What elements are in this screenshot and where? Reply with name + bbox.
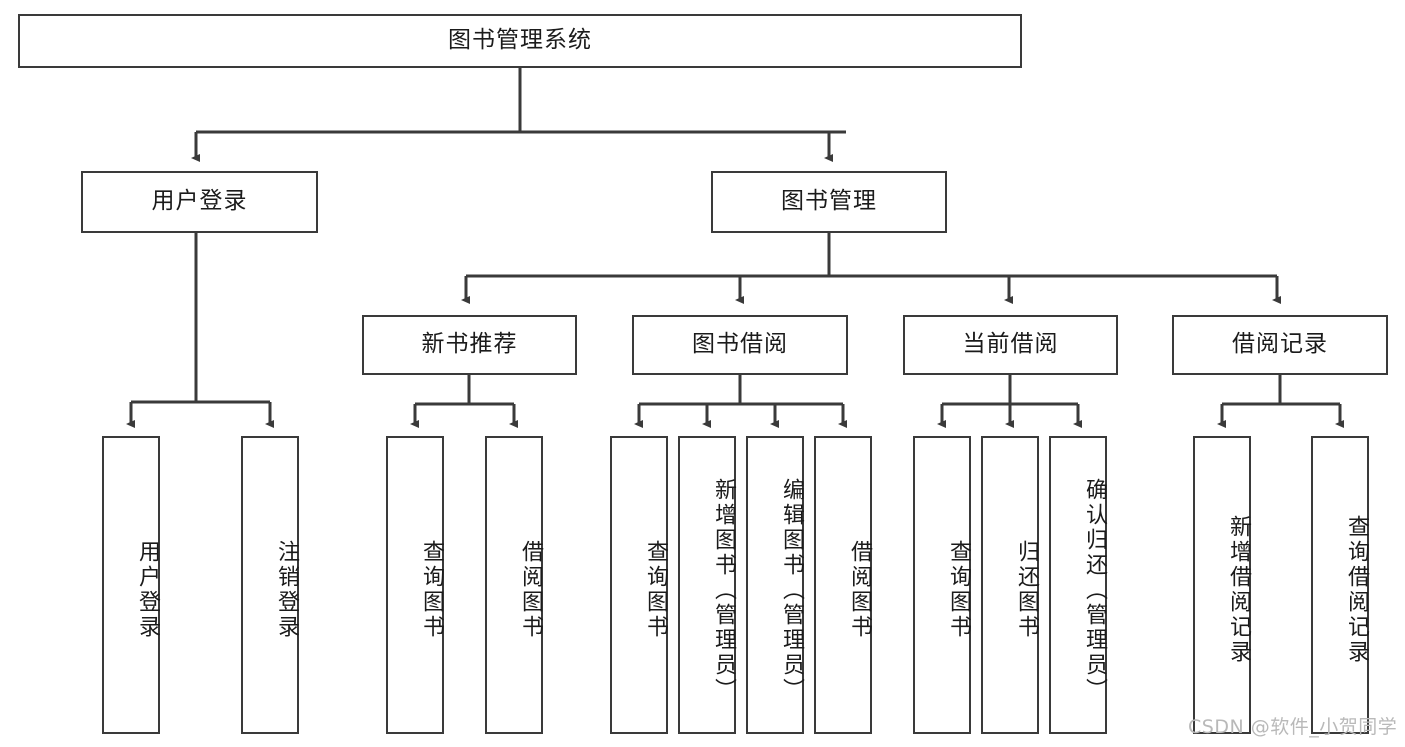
leaf-query-book-3-label: 查询图书 xyxy=(946,540,971,640)
node-book-manage[interactable]: 图书管理 xyxy=(711,171,947,233)
leaf-add-book-label: 新增图书（管理员） xyxy=(711,477,736,703)
node-book-manage-label: 图书管理 xyxy=(781,188,877,215)
leaf-logout[interactable]: 注销登录 xyxy=(241,436,299,734)
leaf-borrow-book-2-label: 借阅图书 xyxy=(847,540,872,640)
node-user-login-label: 用户登录 xyxy=(151,188,248,215)
leaf-query-book-1-label: 查询图书 xyxy=(419,540,444,640)
leaf-borrow-book-1-label: 借阅图书 xyxy=(518,540,543,640)
leaf-logout-label: 注销登录 xyxy=(274,540,299,640)
leaf-query-book-1[interactable]: 查询图书 xyxy=(386,436,444,734)
watermark: CSDN @软件_小贺同学 xyxy=(1188,716,1398,738)
node-book-borrow-label: 图书借阅 xyxy=(692,331,788,358)
leaf-return-book-label: 归还图书 xyxy=(1014,540,1039,640)
leaf-return-book[interactable]: 归还图书 xyxy=(981,436,1039,734)
leaf-borrow-book-1[interactable]: 借阅图书 xyxy=(485,436,543,734)
leaf-confirm-return-label: 确认归还（管理员） xyxy=(1082,477,1107,703)
node-root-label: 图书管理系统 xyxy=(448,27,592,54)
leaf-query-record[interactable]: 查询借阅记录 xyxy=(1311,436,1369,734)
leaf-edit-book[interactable]: 编辑图书（管理员） xyxy=(746,436,804,734)
leaf-add-record-label: 新增借阅记录 xyxy=(1226,515,1251,665)
leaf-add-book[interactable]: 新增图书（管理员） xyxy=(678,436,736,734)
leaf-borrow-book-2[interactable]: 借阅图书 xyxy=(814,436,872,734)
node-current-borrow-label: 当前借阅 xyxy=(962,331,1059,358)
node-book-borrow[interactable]: 图书借阅 xyxy=(632,315,848,375)
leaf-query-book-2[interactable]: 查询图书 xyxy=(610,436,668,734)
leaf-user-login[interactable]: 用户登录 xyxy=(102,436,160,734)
node-new-book-recommend[interactable]: 新书推荐 xyxy=(362,315,577,375)
node-new-book-recommend-label: 新书推荐 xyxy=(421,331,518,358)
leaf-query-book-3[interactable]: 查询图书 xyxy=(913,436,971,734)
node-borrow-record[interactable]: 借阅记录 xyxy=(1172,315,1388,375)
leaf-edit-book-label: 编辑图书（管理员） xyxy=(779,477,804,703)
node-current-borrow[interactable]: 当前借阅 xyxy=(903,315,1118,375)
leaf-query-record-label: 查询借阅记录 xyxy=(1344,515,1369,665)
leaf-confirm-return[interactable]: 确认归还（管理员） xyxy=(1049,436,1107,734)
leaf-query-book-2-label: 查询图书 xyxy=(643,540,668,640)
leaf-add-record[interactable]: 新增借阅记录 xyxy=(1193,436,1251,734)
leaf-user-login-label: 用户登录 xyxy=(135,540,160,640)
node-user-login[interactable]: 用户登录 xyxy=(81,171,318,233)
node-borrow-record-label: 借阅记录 xyxy=(1232,331,1328,358)
node-root[interactable]: 图书管理系统 xyxy=(18,14,1022,68)
